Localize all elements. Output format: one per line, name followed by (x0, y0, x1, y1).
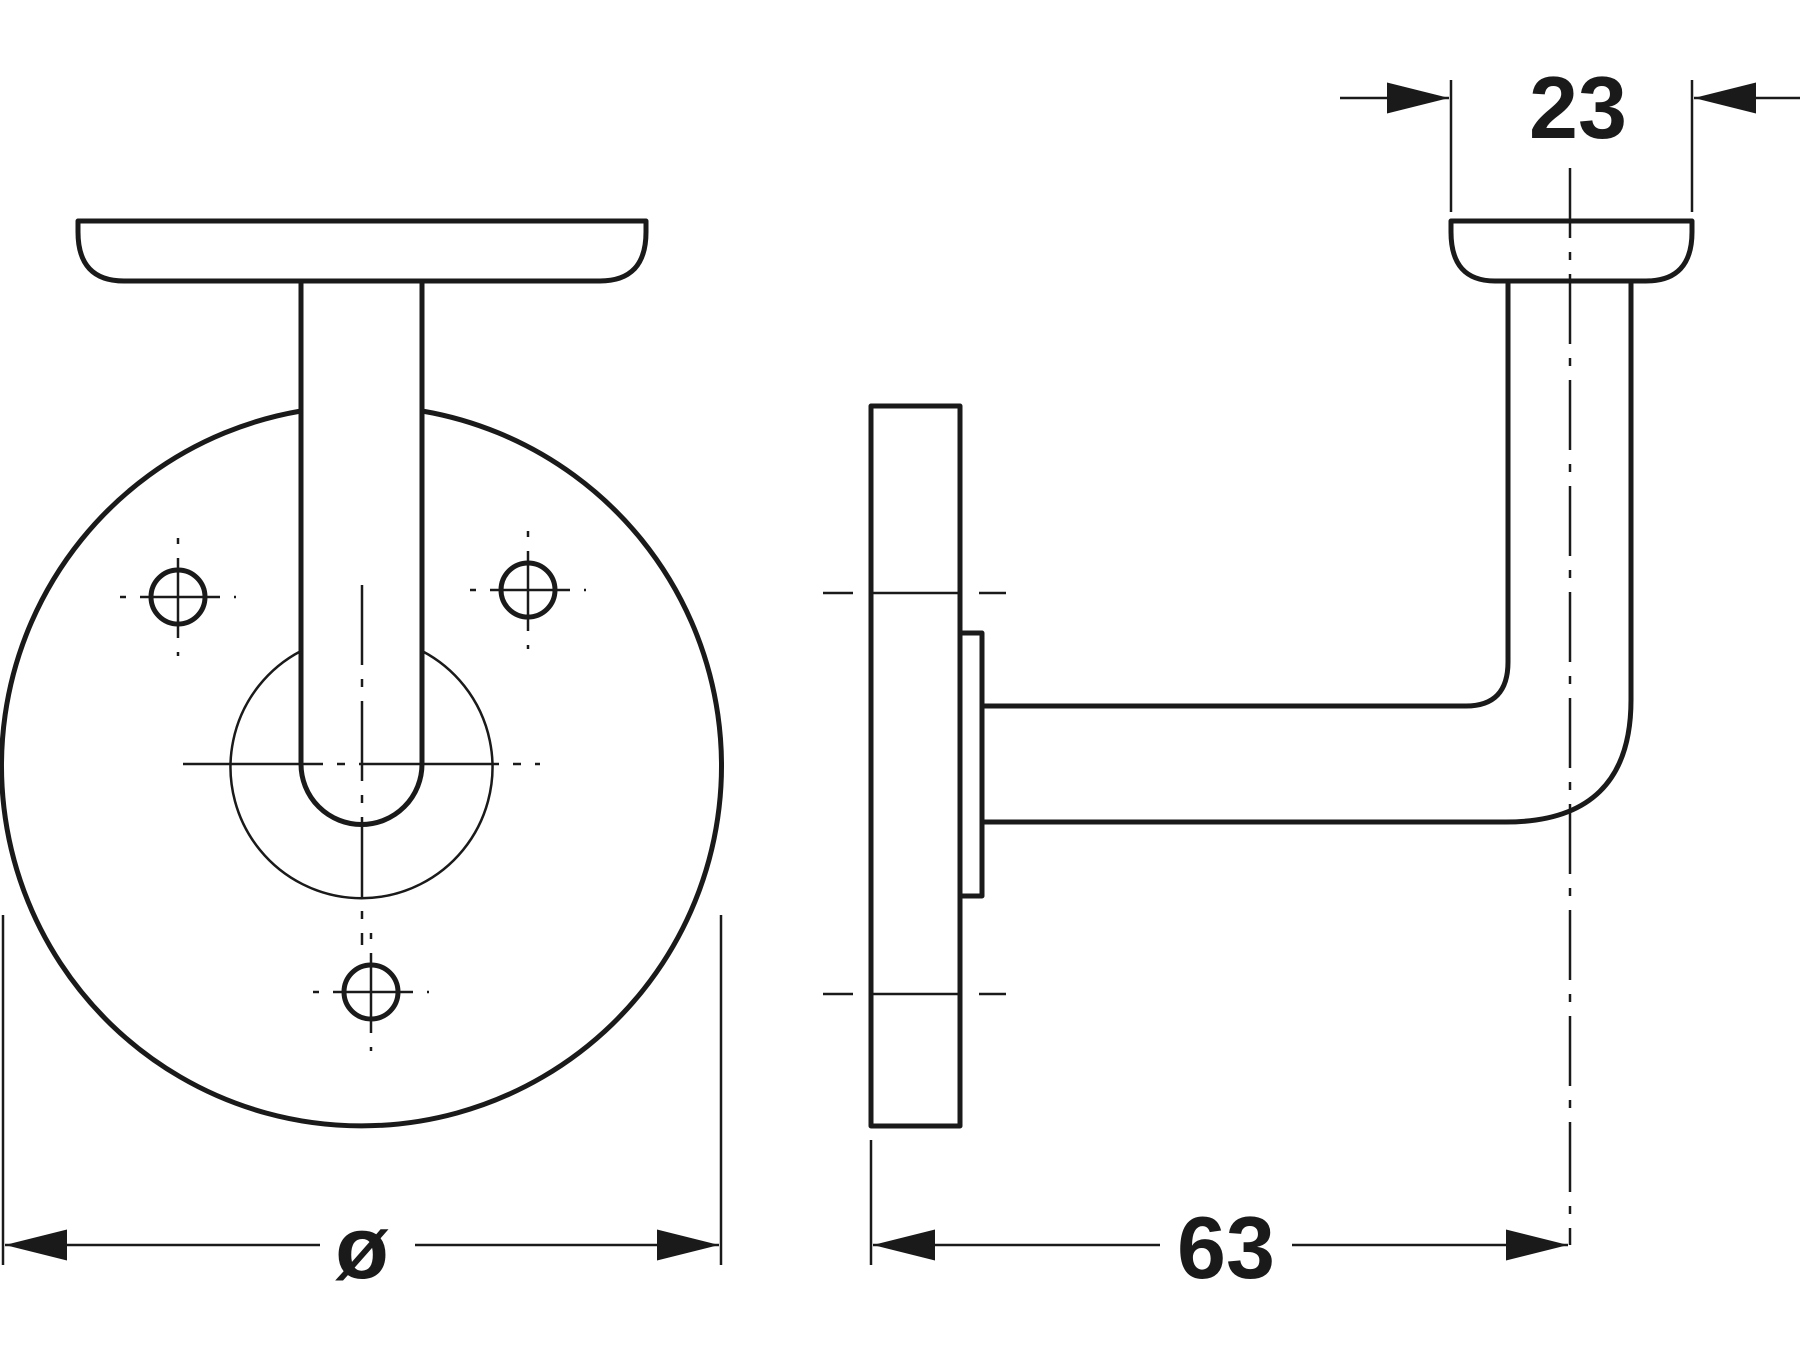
rose-plate-side (868, 403, 963, 1129)
side-view (868, 218, 1695, 1129)
front-view-centerlines (120, 531, 586, 1051)
rose-boss-circle (229, 649, 494, 900)
bracket-arm-side (979, 278, 1634, 825)
rose-boss-side (957, 630, 985, 899)
rest-width-dimension (1340, 80, 1800, 212)
handrail-saddle (75, 218, 649, 284)
projection-dimension (869, 1140, 1568, 1265)
side-view-centerlines (823, 168, 1572, 1245)
diameter-label: ø (335, 1198, 389, 1297)
diameter-dimension (1, 915, 723, 1265)
projection-length-label: 63 (1177, 1198, 1275, 1297)
handrail-saddle-side (1448, 218, 1695, 284)
rest-width-label: 23 (1529, 58, 1627, 157)
rose-plate-outline (0, 408, 724, 1129)
front-view (0, 218, 724, 1129)
